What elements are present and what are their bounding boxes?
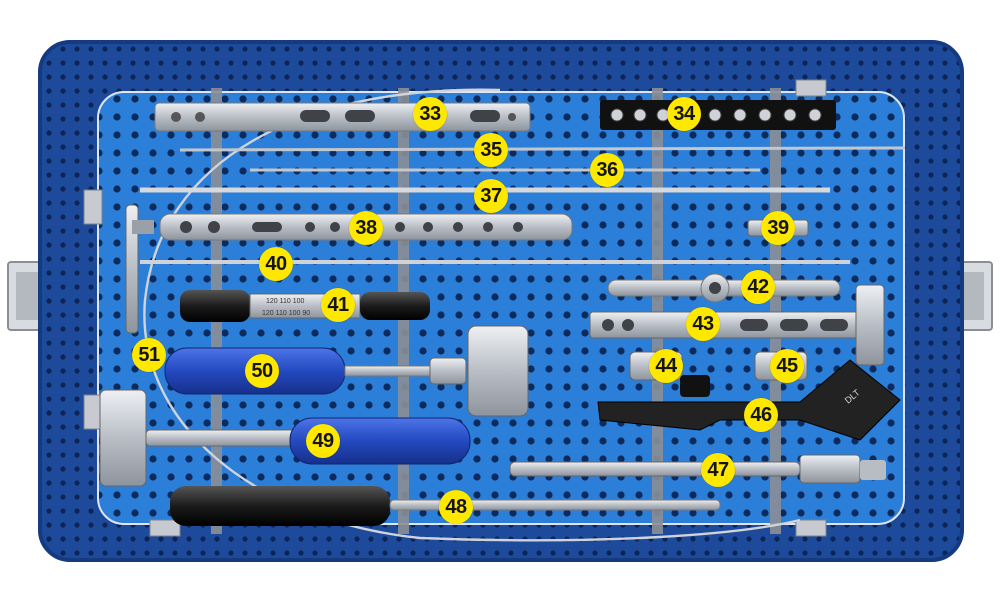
- callout-47: 47: [701, 453, 735, 487]
- callout-46: 46: [744, 398, 778, 432]
- plate-33: [154, 102, 531, 132]
- mallet: [99, 389, 307, 487]
- callout-45: 45: [770, 349, 804, 383]
- callout-41: 41: [321, 288, 355, 322]
- callout-37: 37: [474, 179, 508, 213]
- scale-top-text: 120 110 100: [266, 298, 305, 305]
- guide-bar-43: [589, 284, 885, 366]
- aiming-arm-46: DLT: [597, 359, 901, 441]
- callout-36: 36: [590, 153, 624, 187]
- callout-39: 39: [761, 211, 795, 245]
- callout-33: 33: [413, 97, 447, 131]
- callout-51: 51: [132, 338, 166, 372]
- callout-50: 50: [245, 354, 279, 388]
- callout-35: 35: [474, 133, 508, 167]
- rod-35: [179, 146, 906, 152]
- callout-40: 40: [259, 247, 293, 281]
- handle-41: 120 110 100 120 110 100 90: [180, 290, 430, 322]
- handle-50: [164, 325, 529, 417]
- scale-bottom-text: 120 110 100 90: [262, 310, 310, 317]
- callout-43: 43: [686, 307, 720, 341]
- callout-49: 49: [306, 424, 340, 458]
- callout-38: 38: [349, 211, 383, 245]
- callout-44: 44: [649, 349, 683, 383]
- screw-row-34: [600, 100, 836, 130]
- callout-42: 42: [741, 270, 775, 304]
- t-handle: [125, 204, 154, 334]
- callout-34: 34: [667, 97, 701, 131]
- wrench-42: [607, 273, 841, 303]
- callout-48: 48: [439, 490, 473, 524]
